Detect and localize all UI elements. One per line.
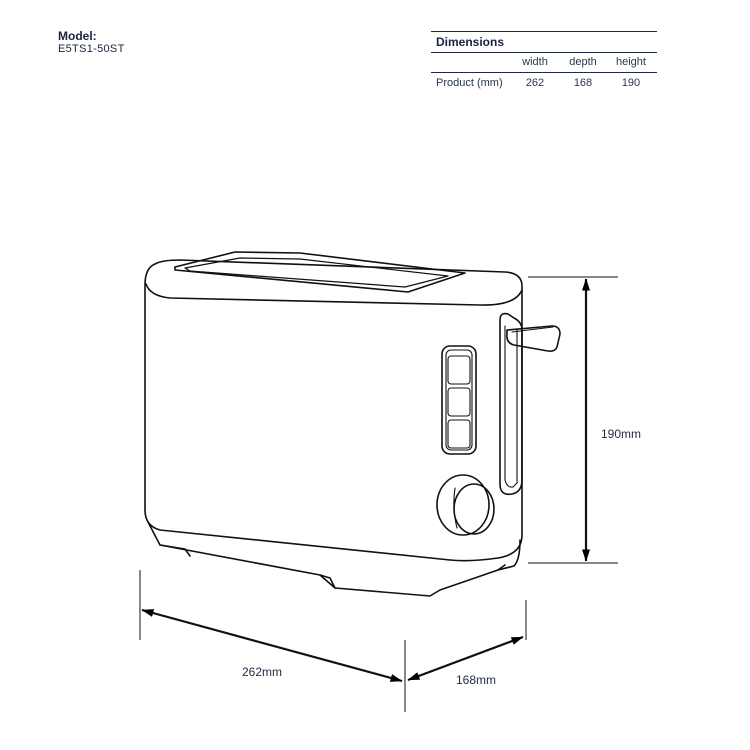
toaster-body <box>144 259 523 562</box>
header-height: height <box>616 56 646 68</box>
row-label: Product (mm) <box>436 77 503 89</box>
dimensions-header-row: width depth height <box>431 53 657 73</box>
browning-knob-base <box>436 474 490 536</box>
width-arrow <box>141 608 403 683</box>
button-panel <box>441 345 477 455</box>
lever-channel <box>499 312 523 496</box>
depth-value: 168 <box>573 77 593 89</box>
dimensions-table: Dimensions width depth height Product (m… <box>431 31 657 93</box>
base-foot-right <box>497 564 506 571</box>
header-depth: depth <box>569 56 597 68</box>
lever-handle <box>506 325 561 352</box>
header-width: width <box>522 56 548 68</box>
model-label: Model: <box>58 29 97 43</box>
function-button-2 <box>447 387 471 417</box>
table-row: Product (mm) 262 168 190 <box>431 73 657 93</box>
function-button-3 <box>447 419 471 449</box>
width-dimension-label: 262mm <box>242 665 283 679</box>
function-button-1 <box>447 355 471 385</box>
height-dimension-label: 190mm <box>601 427 642 441</box>
model-block: Model: E5TS1-50ST <box>58 29 125 56</box>
dimension-lines <box>139 276 618 712</box>
depth-dimension-label: 168mm <box>456 673 497 687</box>
button-panel-inner <box>445 349 473 451</box>
top-band <box>145 283 523 306</box>
dimensions-title: Dimensions <box>431 31 657 53</box>
bread-slot <box>174 251 466 293</box>
width-value: 262 <box>525 77 545 89</box>
toaster-base <box>147 521 521 597</box>
height-value: 190 <box>621 77 641 89</box>
browning-knob-grip <box>453 487 458 529</box>
toaster-outline <box>144 251 561 597</box>
base-foot-left <box>159 544 191 557</box>
depth-arrow <box>407 635 524 682</box>
model-number: E5TS1-50ST <box>58 43 125 55</box>
base-foot-front <box>319 574 336 589</box>
lever-handle-top <box>511 326 554 333</box>
lever-channel-inner <box>504 325 518 488</box>
bread-slot-inner <box>184 257 449 288</box>
